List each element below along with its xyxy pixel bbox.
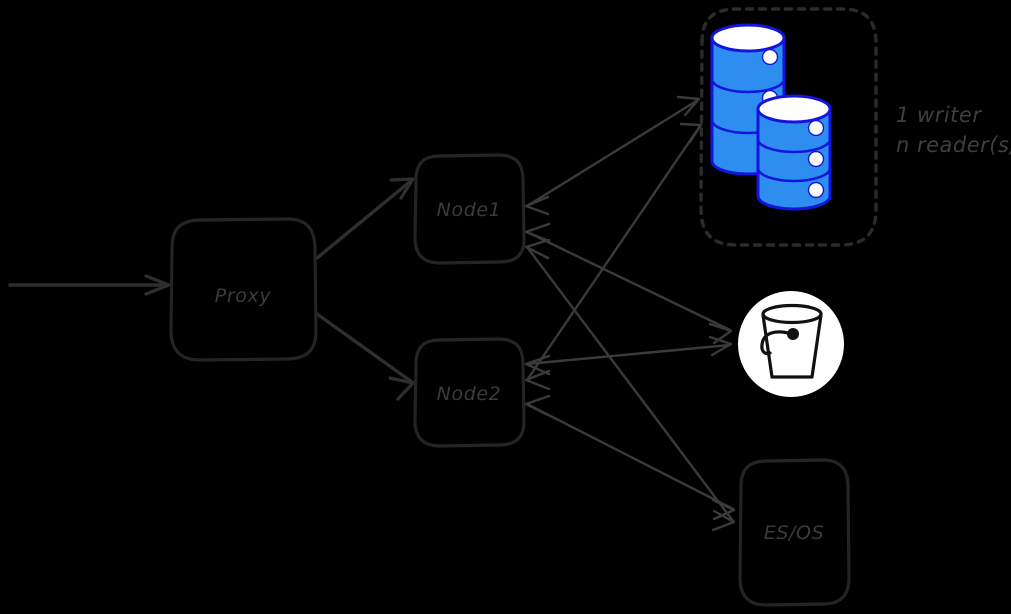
node1-node[interactable]: Node1 [413,153,526,265]
database-annotation-line2: n reader(s) [896,133,1011,157]
node1-label: Node1 [437,199,502,221]
proxy-node[interactable]: Proxy [169,217,318,362]
database-annotation-line1: 1 writer [896,103,982,127]
node2-node[interactable]: Node2 [413,337,526,448]
proxy-label: Proxy [215,285,272,307]
edge-node2-to-bucket [524,335,733,376]
esos-node[interactable]: ES/OS [738,458,851,607]
edge-proxy-to-node2 [315,312,415,401]
database-cylinder-front [756,94,832,211]
edge-node1-to-bucket [524,222,733,345]
node2-label: Node2 [437,383,502,405]
edge-node2-to-database [524,122,703,391]
edge-node1-to-database [524,95,701,216]
edge-node1-to-esos [524,238,736,532]
esos-label: ES/OS [764,522,824,544]
database-group[interactable]: 1 writer n reader(s) [699,7,1011,247]
bucket-node[interactable] [738,291,844,397]
edge-ingress-to-proxy [8,274,171,296]
edge-node2-to-esos [524,394,736,521]
bucket-icon [760,303,823,379]
edge-proxy-to-node1 [315,177,415,260]
